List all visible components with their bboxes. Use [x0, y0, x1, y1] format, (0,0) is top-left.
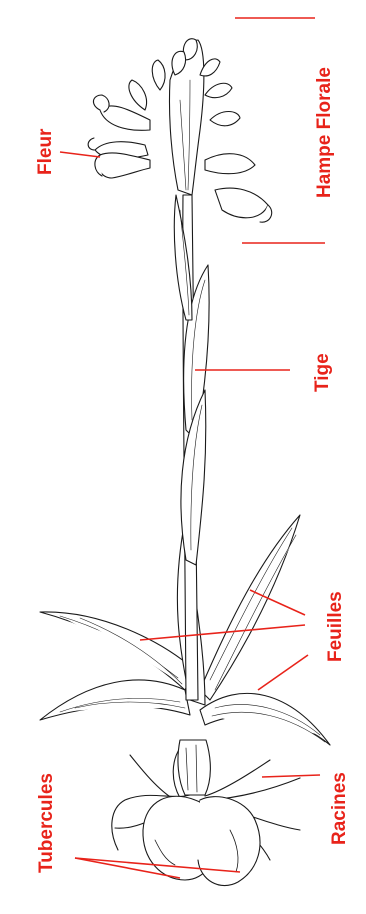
racines-pointer: [262, 775, 320, 777]
tubers: [143, 796, 260, 885]
label-hampe-florale: Hampe Florale: [314, 58, 338, 198]
label-fleur: Fleur: [35, 115, 59, 175]
fleur-pointer: [60, 152, 100, 157]
label-tubercules: Tubercules: [36, 751, 60, 873]
stem-base: [178, 740, 210, 795]
inflorescence: [88, 39, 272, 223]
feuilles-pointer-lower: [258, 655, 308, 690]
label-racines: Racines: [329, 761, 353, 845]
label-feuilles: Feuilles: [325, 576, 349, 662]
label-tige: Tige: [312, 348, 336, 392]
feuilles-pointer-middle: [140, 625, 305, 640]
